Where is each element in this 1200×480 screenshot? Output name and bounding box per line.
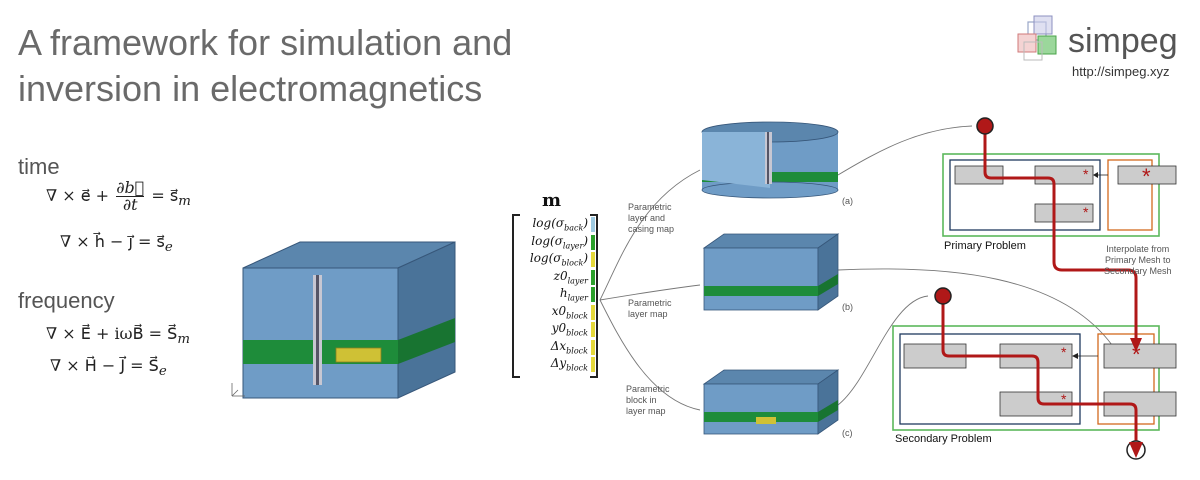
star-marker: * [1142, 164, 1151, 189]
secondary-problem-label: Secondary Problem [895, 433, 992, 445]
time-equation-1: ∇ × e⃗ + ∂b⃗∂t = s⃗m [46, 178, 191, 214]
receiver-icon [1126, 440, 1146, 460]
time-equation-2: ∇ × h⃗ − j⃗ = s⃗e [60, 232, 173, 256]
parameter-color-bar [591, 234, 595, 250]
source-icon-secondary [934, 287, 952, 305]
model-vector-symbol: m [542, 190, 562, 211]
parameter-color-bar [591, 217, 595, 232]
model-parameter: Δxblock [550, 338, 588, 355]
parameter-color-bar [591, 322, 595, 337]
label-line: block in [626, 395, 657, 405]
title-line-1: A framework for simulation and [18, 22, 513, 63]
label-line: layer map [626, 406, 666, 416]
parameter-color-bar [591, 287, 595, 302]
logo-url: http://simpeg.xyz [1072, 64, 1170, 79]
label-line: Parametric [628, 298, 672, 308]
block-model-c [702, 369, 840, 435]
label-line: Secondary Mesh [1104, 266, 1172, 276]
parameter-color-bar [591, 304, 595, 320]
logo-name: simpeg [1068, 22, 1178, 60]
data-flow-arrows [941, 130, 1138, 444]
model-parameter: y0block [551, 321, 588, 338]
model-parameter: Δyblock [550, 356, 588, 373]
label-line: layer and [628, 213, 666, 223]
label-line: Primary Mesh to [1105, 255, 1171, 265]
parameter-color-bar [591, 357, 595, 372]
primary-problem-label: Primary Problem [944, 240, 1026, 252]
model-parameter: x0block [551, 303, 588, 320]
time-heading: time [18, 154, 60, 179]
star-marker: * [1061, 391, 1067, 407]
frequency-equation-2: ∇ × H⃗ − J⃗ = S⃗e [50, 356, 167, 380]
earth-model-3d [242, 241, 456, 399]
star-marker: * [1083, 204, 1089, 220]
simpeg-logo-icon [1017, 15, 1057, 61]
model-a-label: (a) [842, 196, 853, 206]
axes-icon [231, 383, 245, 397]
frequency-equation-1: ∇ × E⃗ + iωB⃗ = S⃗m [46, 324, 190, 348]
star-marker: * [1132, 342, 1141, 367]
star-marker: * [1061, 344, 1067, 360]
model-vector-bracket-right [590, 214, 598, 378]
model-parameter: log(σlayer) [531, 233, 588, 250]
model-parameter: hlayer [559, 286, 588, 303]
label-line: Parametric [626, 384, 670, 394]
page-title: A framework for simulation and inversion… [18, 20, 618, 112]
model-parameter: z0layer [553, 268, 588, 285]
model-c-label: (c) [842, 428, 853, 438]
model-b-label: (b) [842, 302, 853, 312]
model-vector-bracket-left [512, 214, 520, 378]
cylinder-model-a [701, 121, 839, 199]
parameter-color-bar [591, 339, 595, 355]
label-line: casing map [628, 224, 675, 234]
source-icon-primary [976, 117, 994, 135]
star-marker: * [1083, 166, 1089, 182]
label-line: Interpolate from [1106, 244, 1170, 254]
label-line: Parametric [628, 202, 672, 212]
parameter-color-bar [591, 252, 595, 267]
title-line-2: inversion in electromagnetics [18, 68, 483, 109]
parameter-color-bar [591, 269, 595, 285]
model-parameter: log(σblock) [529, 251, 588, 268]
frequency-heading: frequency [18, 288, 115, 313]
mapping-curves [599, 125, 1113, 411]
label-line: layer map [628, 309, 668, 319]
model-parameter: log(σback) [532, 216, 588, 233]
layer-model-b [702, 233, 840, 311]
